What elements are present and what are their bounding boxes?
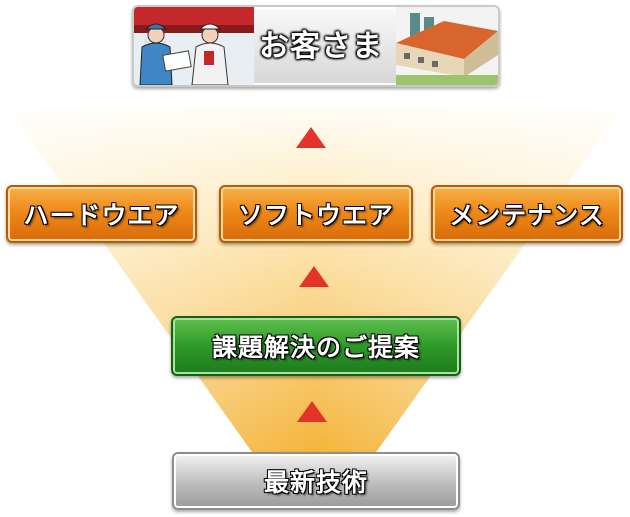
maintenance-button[interactable]: メンテナンス [431,185,623,243]
hardware-label: ハードウエア [23,201,180,230]
maintenance-label: メンテナンス [449,201,605,230]
customer-label: お客さま [259,29,383,64]
customer-box: お客さま [132,5,500,87]
solution-proposal-button[interactable]: 課題解決のご提案 [171,316,461,376]
software-label: ソフトウエア [237,201,394,230]
solution-proposal-label: 課題解決のご提案 [211,333,420,362]
software-button[interactable]: ソフトウエア [219,185,413,243]
up-arrow-icon [297,401,327,422]
customer-illustration [134,7,498,85]
up-arrow-icon [296,127,326,148]
up-arrow-icon [299,266,329,287]
latest-technology-button[interactable]: 最新技術 [172,452,460,510]
hardware-button[interactable]: ハードウエア [6,185,197,243]
latest-technology-label: 最新技術 [263,468,368,497]
